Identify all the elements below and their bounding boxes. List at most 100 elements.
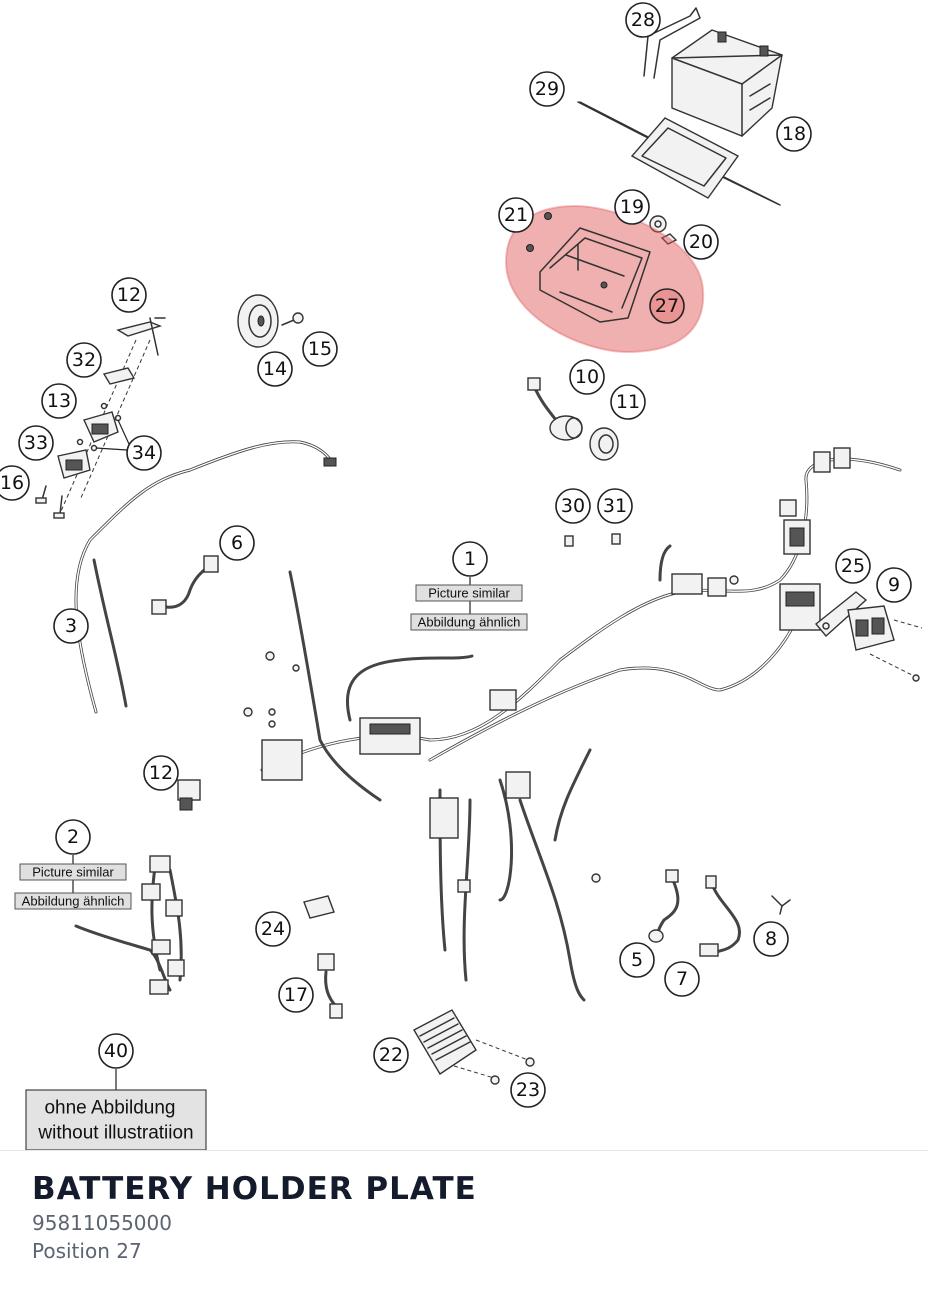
callout-24[interactable]: 24 (255, 911, 291, 947)
nut-part-20[interactable] (660, 233, 678, 245)
callout-3[interactable]: 3 (53, 608, 89, 644)
callout-2[interactable]: 2 (55, 819, 91, 855)
callout-5[interactable]: 5 (619, 942, 655, 978)
svg-text:Abbildung ähnlich: Abbildung ähnlich (22, 894, 125, 909)
sensor-cable-part-6[interactable] (151, 555, 219, 615)
callout-15[interactable]: 15 (302, 331, 338, 367)
svg-text:2: 2 (67, 826, 79, 848)
callout-20[interactable]: 20 (683, 224, 719, 260)
callout-21[interactable]: 21 (498, 197, 534, 233)
small-screw (591, 873, 601, 883)
callout-14[interactable]: 14 (257, 351, 293, 387)
callout-9[interactable]: 9 (876, 567, 912, 603)
socket-part-10[interactable] (527, 377, 583, 441)
svg-text:6: 6 (231, 532, 243, 554)
sub-harness-part-2[interactable] (74, 855, 185, 995)
picture-similar-label-2: Picture similar (19, 863, 127, 881)
svg-text:14: 14 (263, 358, 287, 380)
svg-text:7: 7 (676, 968, 688, 990)
relay-holder-part-25[interactable] (815, 591, 868, 638)
callout-23[interactable]: 23 (510, 1072, 546, 1108)
svg-text:13: 13 (47, 390, 71, 412)
svg-text:25: 25 (841, 555, 865, 577)
battery-holder-plate-part-27[interactable] (504, 204, 705, 354)
svg-text:33: 33 (24, 432, 48, 454)
callout-40[interactable]: 40 (98, 1033, 134, 1069)
svg-text:9: 9 (888, 574, 900, 596)
sensor-part-5[interactable] (648, 869, 680, 943)
svg-text:24: 24 (261, 918, 285, 940)
callout-12-top[interactable]: 12 (111, 277, 147, 313)
svg-text:11: 11 (616, 391, 640, 413)
svg-text:23: 23 (516, 1079, 540, 1101)
connector-part-24[interactable] (303, 895, 335, 919)
relay-bracket-assembly[interactable] (35, 317, 166, 519)
part-number: 95811055000 (32, 1211, 172, 1235)
svg-text:Picture similar: Picture similar (428, 586, 510, 601)
callout-28[interactable]: 28 (625, 2, 661, 38)
svg-text:21: 21 (504, 204, 528, 226)
svg-text:40: 40 (104, 1040, 128, 1062)
callout-18[interactable]: 18 (776, 116, 812, 152)
callout-22[interactable]: 22 (373, 1037, 409, 1073)
callout-11[interactable]: 11 (610, 384, 646, 420)
svg-text:31: 31 (603, 495, 627, 517)
fuse-part-30[interactable] (564, 535, 574, 547)
without-illustration-box: ohne Abbildung without illustratiion (25, 1089, 207, 1150)
sensor-part-7[interactable] (699, 875, 741, 957)
callout-6[interactable]: 6 (219, 525, 255, 561)
callout-7[interactable]: 7 (664, 961, 700, 997)
cable-part-3[interactable] (74, 440, 337, 714)
callout-13[interactable]: 13 (41, 383, 77, 419)
svg-text:8: 8 (765, 928, 777, 950)
callout-33[interactable]: 33 (18, 425, 54, 461)
horn-part-14[interactable] (237, 294, 279, 348)
svg-text:3: 3 (65, 615, 77, 637)
abbildung-aehnlich-label-2: Abbildung ähnlich (14, 892, 132, 910)
bolt-part-23[interactable] (490, 1057, 535, 1085)
cap-part-11[interactable] (589, 427, 619, 461)
svg-text:22: 22 (379, 1044, 403, 1066)
callout-12-middle[interactable]: 12 (143, 755, 179, 791)
callout-31[interactable]: 31 (597, 488, 633, 524)
connector-part-17[interactable] (317, 953, 343, 1019)
voltage-regulator-part-22[interactable] (413, 1009, 529, 1079)
callout-30[interactable]: 30 (555, 488, 591, 524)
callout-34[interactable]: 34 (126, 435, 162, 471)
svg-text:19: 19 (620, 196, 644, 218)
picture-similar-label-1: Picture similar (415, 584, 523, 602)
callout-16[interactable]: 16 (0, 465, 30, 501)
callout-19[interactable]: 19 (614, 189, 650, 225)
callout-29[interactable]: 29 (529, 71, 565, 107)
svg-text:Abbildung ähnlich: Abbildung ähnlich (418, 615, 521, 630)
svg-text:10: 10 (575, 366, 599, 388)
screw-part-15[interactable] (281, 312, 304, 326)
callout-8[interactable]: 8 (753, 921, 789, 957)
battery-tray-part-29[interactable] (577, 101, 781, 206)
svg-text:ohne Abbildung: ohne Abbildung (44, 1098, 175, 1119)
svg-text:without illustratiion: without illustratiion (37, 1123, 193, 1144)
callout-17[interactable]: 17 (278, 977, 314, 1013)
callout-1[interactable]: 1 (452, 541, 488, 577)
abbildung-aehnlich-label-1: Abbildung ähnlich (410, 613, 528, 631)
callout-32[interactable]: 32 (66, 342, 102, 378)
callout-25[interactable]: 25 (835, 548, 871, 584)
part-info-panel: BATTERY HOLDER PLATE 95811055000 Positio… (0, 1150, 928, 1291)
callout-27[interactable]: 27 (649, 288, 685, 324)
clip-part-8[interactable] (771, 895, 791, 915)
svg-text:29: 29 (535, 78, 559, 100)
svg-text:12: 12 (117, 284, 141, 306)
svg-text:16: 16 (0, 472, 24, 494)
battery-part-18[interactable] (671, 29, 783, 137)
relay-part-9[interactable] (847, 605, 923, 682)
svg-text:18: 18 (782, 123, 806, 145)
callout-10[interactable]: 10 (569, 359, 605, 395)
svg-text:34: 34 (132, 442, 156, 464)
fuse-part-31[interactable] (611, 533, 621, 545)
connector-part-12-lower[interactable] (177, 779, 201, 811)
svg-text:17: 17 (284, 984, 308, 1006)
main-wiring-harness-part-1[interactable] (243, 447, 902, 1002)
svg-text:Picture similar: Picture similar (32, 865, 114, 880)
grommet-part-19[interactable] (649, 215, 667, 233)
part-name: BATTERY HOLDER PLATE (32, 1171, 477, 1207)
